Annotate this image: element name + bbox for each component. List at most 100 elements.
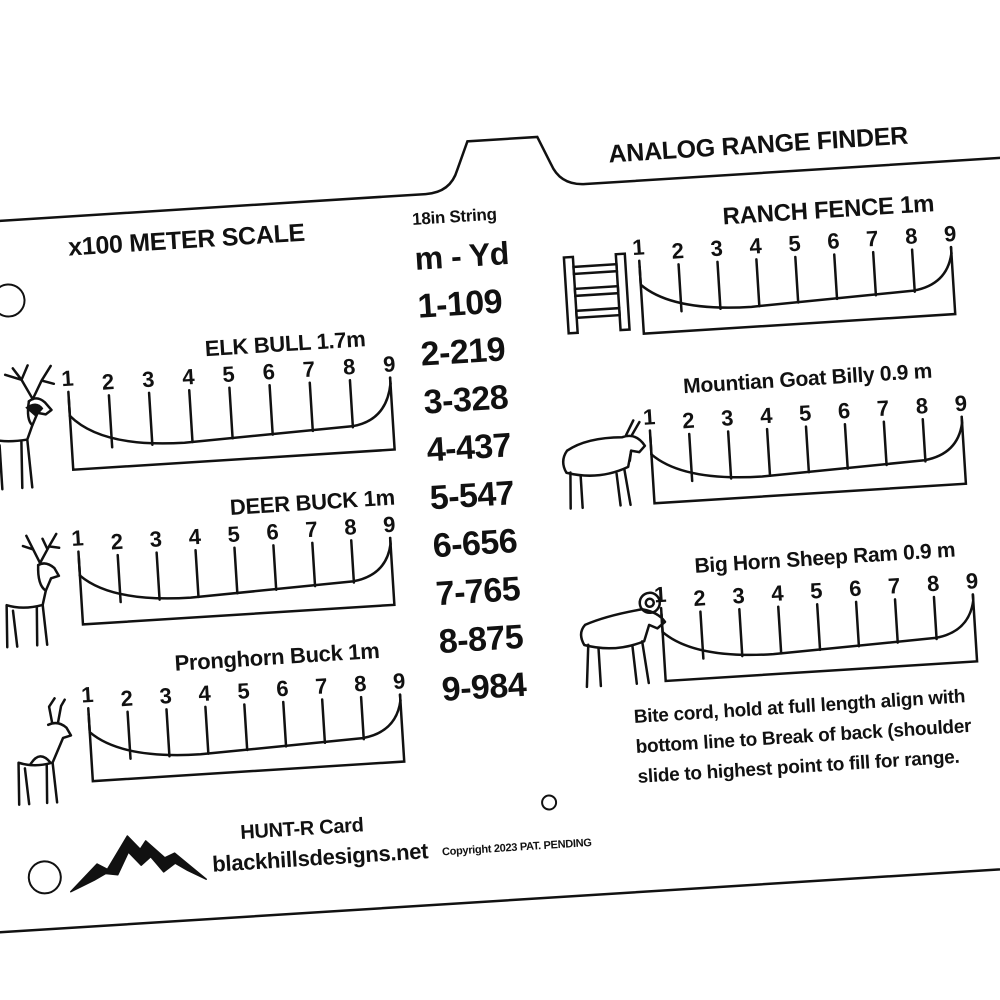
conversion-row: 5-547 — [428, 474, 516, 518]
scale-tick-label: 8 — [926, 570, 940, 597]
conversion-row: 7-765 — [434, 569, 522, 614]
sheep-icon — [579, 591, 667, 689]
scale-tick-line — [268, 383, 274, 436]
scale-tick-label: 5 — [226, 521, 241, 548]
scale-tick-label: 6 — [265, 518, 280, 545]
scale-tick-line — [359, 695, 365, 741]
punch-hole-bottom-left — [27, 860, 62, 895]
scale-tick-label: 2 — [119, 685, 134, 712]
scale-tick-label: 1 — [60, 365, 75, 392]
scale-tick-label: 5 — [798, 400, 813, 427]
scale-tick-label: 4 — [187, 523, 202, 550]
scale-tick-line — [165, 708, 171, 758]
scale-tick-label: 8 — [904, 223, 919, 250]
scale-tick-label: 9 — [382, 351, 397, 378]
scale-tick-line — [804, 425, 811, 474]
scale-tick-label: 3 — [720, 405, 735, 431]
scale-tick-label: 5 — [236, 678, 251, 704]
scale-tick-line — [233, 546, 239, 595]
scale-tick-line — [921, 418, 927, 463]
scale-frame — [87, 693, 406, 783]
scale-tick-label: 9 — [953, 390, 968, 417]
scale-tick-line — [777, 605, 783, 655]
scale-frame — [638, 245, 957, 335]
conversion-row: 9-984 — [440, 665, 528, 709]
scale-curve — [661, 599, 975, 657]
scale-tick-label: 7 — [302, 356, 316, 383]
scale-tick-label: 6 — [848, 575, 863, 602]
conversion-row: 8-875 — [437, 617, 525, 662]
scale-tick-line — [320, 698, 327, 745]
scale-tick-line — [677, 263, 683, 313]
scale-tick-label: 1 — [80, 681, 95, 708]
scale-tick-label: 3 — [148, 526, 163, 553]
scale-tick-line — [194, 548, 200, 599]
scale-tick-line — [204, 705, 210, 755]
scale-tick-label: 3 — [709, 235, 724, 262]
scale-tick-line — [910, 248, 916, 293]
scale-tick-label: 3 — [141, 366, 156, 393]
scale-tick-line — [882, 420, 888, 467]
scale-tick-label: 7 — [314, 673, 329, 699]
scale-tick-label: 9 — [382, 511, 397, 538]
scale-tick-line — [755, 258, 761, 308]
scale-tick-line — [282, 700, 288, 748]
scale-tick-line — [794, 255, 800, 304]
scale-frame — [67, 376, 396, 472]
scale-ruler — [77, 536, 396, 626]
scale-tick-line — [67, 396, 72, 418]
conversion-row: 4-437 — [425, 426, 513, 470]
scale-tick-label: 1 — [631, 234, 646, 261]
scale-tick-label: 1 — [70, 525, 85, 551]
scale-tick-label: 6 — [275, 675, 290, 702]
scale-tick-line — [649, 435, 653, 456]
scale-tick-line — [311, 541, 317, 588]
scale-tick-label: 7 — [876, 395, 890, 422]
scale-curve — [88, 699, 402, 757]
scale-tick-label: 6 — [826, 228, 841, 254]
scale-tick-label: 5 — [221, 361, 236, 388]
scale-curve — [68, 382, 392, 445]
scale-tick-line — [107, 394, 114, 449]
scale-tick-label: 9 — [392, 668, 407, 695]
scale-tick-line — [832, 253, 839, 301]
scale-tick-line — [815, 603, 822, 652]
scale-frame — [648, 415, 968, 505]
scale-tick-label: 5 — [787, 230, 802, 257]
conversion-row: 6-656 — [431, 522, 519, 566]
scale-tick-label: 7 — [865, 225, 880, 252]
scale-tick-label: 2 — [101, 369, 115, 395]
scale-tick-line — [348, 378, 355, 429]
scale-tick-label: 6 — [837, 397, 851, 424]
scale-tick-label: 4 — [197, 680, 212, 707]
conversion-row: 2-219 — [419, 330, 507, 374]
scale-tick-label: 2 — [670, 237, 685, 264]
scale-tick-label: 5 — [809, 577, 824, 604]
scale-tick-label: 8 — [343, 514, 358, 540]
scale-frame — [659, 593, 979, 683]
scale-tick-line — [854, 600, 861, 648]
scale-tick-label: 3 — [731, 582, 746, 609]
scale-tick-label: 9 — [965, 568, 979, 594]
scale-tick-line — [932, 595, 938, 641]
scale-tick-line — [77, 556, 82, 577]
scale-tick-line — [893, 598, 899, 644]
scale-frame — [77, 536, 396, 626]
scale-tick-label: 4 — [770, 580, 785, 607]
punch-hole-center — [541, 794, 558, 811]
scale-tick-line — [147, 391, 154, 446]
scale-tick-label: 4 — [759, 402, 774, 429]
scale-tick-label: 7 — [887, 573, 902, 599]
scale-tick-line — [87, 713, 92, 734]
scale-tick-label: 7 — [304, 516, 319, 543]
scale-ruler — [67, 376, 396, 472]
scale-curve — [78, 542, 392, 600]
